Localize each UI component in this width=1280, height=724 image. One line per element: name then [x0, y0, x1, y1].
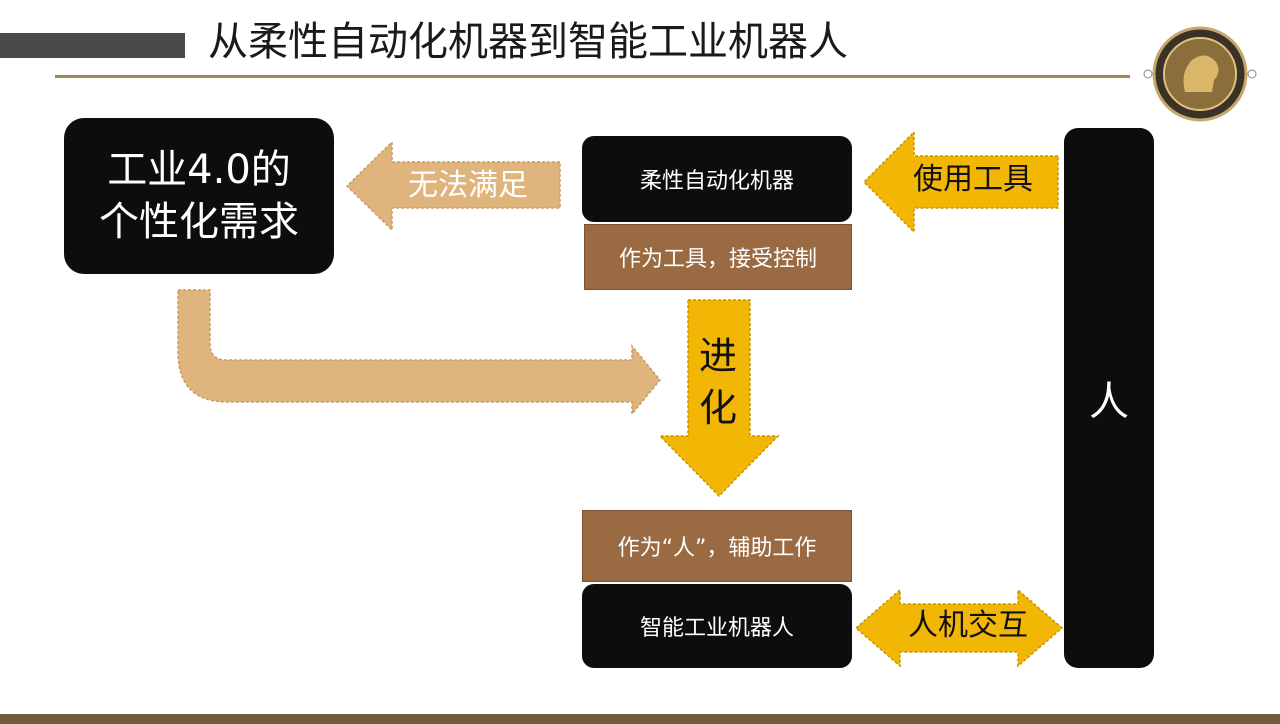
- organization-seal-logo: [1143, 26, 1257, 122]
- cannot-satisfy-label: 无法满足: [408, 168, 528, 203]
- use-tool-label: 使用工具: [913, 162, 1033, 197]
- evolve-label: 进 化: [690, 330, 746, 434]
- as-human-label: 作为“人”，辅助工作: [582, 510, 852, 582]
- demand-to-evolve-arrow: [177, 289, 661, 417]
- title-accent-bar: [0, 33, 185, 58]
- demand-line-2: 个性化需求: [99, 199, 299, 245]
- as-tool-label: 作为工具，接受控制: [584, 224, 852, 290]
- evolve-char-2: 化: [698, 386, 737, 430]
- industry40-demand-box: 工业4.0的 个性化需求: [64, 118, 334, 274]
- demand-line-1: 工业4.0的: [107, 147, 291, 193]
- page-title: 从柔性自动化机器到智能工业机器人: [208, 19, 848, 65]
- evolve-char-1: 进: [698, 334, 737, 378]
- title-divider: [55, 75, 1130, 78]
- flexible-automation-machine-box: 柔性自动化机器: [582, 136, 852, 222]
- human-box: 人: [1064, 128, 1154, 668]
- footer-bar: [0, 714, 1280, 724]
- interaction-label: 人机交互: [908, 608, 1028, 643]
- intelligent-robot-box: 智能工业机器人: [582, 584, 852, 668]
